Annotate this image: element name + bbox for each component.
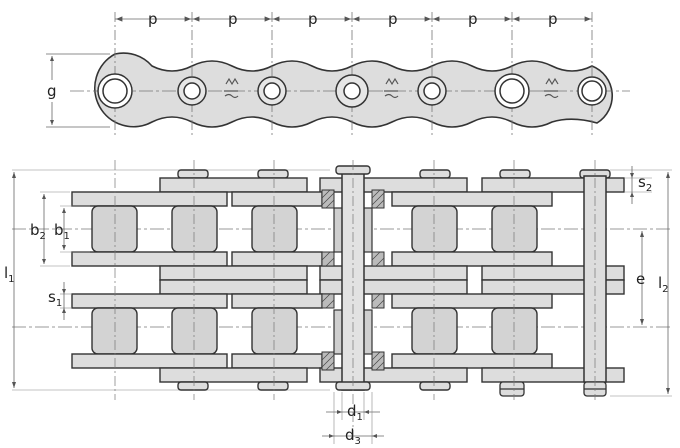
pitch-label-6: p: [548, 10, 558, 28]
pitch-label-3: p: [308, 10, 318, 28]
logo-icon: [544, 77, 559, 99]
roller-1: [97, 73, 133, 109]
roller-5: [417, 76, 447, 106]
roller-3: [257, 76, 287, 106]
roller-7: [577, 76, 607, 106]
logo-icon: [224, 77, 239, 99]
pitch-label-5: p: [468, 10, 478, 28]
b2-label: b2: [30, 221, 46, 242]
pin-ends-bottom: [499, 381, 607, 397]
middle-plates-1: [159, 265, 625, 281]
rollers-strand-2: [91, 307, 538, 355]
s2-arrows: [630, 173, 634, 197]
l2-label: l2: [658, 274, 669, 295]
roller-4: [335, 74, 369, 108]
d1-label: d1: [347, 402, 363, 423]
hatch-lines: [321, 189, 385, 371]
chain-section-view: l1 b2 b1 s1 s2 e l2: [4, 160, 672, 447]
rollers-strand-1: [91, 205, 538, 253]
s2-label: s2: [638, 173, 652, 194]
pin-centerlines: [114, 160, 596, 440]
pin-heads-bottom: [177, 381, 451, 391]
outer-plates-bottom: [159, 367, 625, 383]
inner-plates-top: [71, 191, 553, 207]
roller-6: [494, 73, 530, 109]
d3-label: d3: [345, 426, 361, 447]
pitch-arrows: [115, 16, 592, 22]
inner-plates-mid-2: [71, 293, 553, 309]
outer-plates-top: [159, 177, 625, 193]
e-label: e: [636, 270, 645, 288]
roller-2: [177, 76, 207, 106]
chain-side-view: p p p p p p g: [46, 10, 630, 135]
s1-arrows: [62, 289, 66, 313]
end-pin: [583, 175, 607, 383]
logo-icon: [384, 77, 399, 99]
inner-plates-bottom: [71, 353, 553, 369]
s1-label: s1: [48, 288, 62, 309]
pitch-label-2: p: [228, 10, 238, 28]
b1-arrows: [62, 208, 66, 250]
l1-label: l1: [4, 264, 15, 285]
pitch-label-1: p: [148, 10, 158, 28]
inner-plates-mid-1: [71, 251, 553, 267]
g-label: g: [47, 82, 57, 100]
b1-label: b1: [54, 221, 70, 242]
middle-plates-2: [159, 279, 625, 295]
pitch-label-4: p: [388, 10, 398, 28]
pin-heads-top: [177, 169, 611, 179]
